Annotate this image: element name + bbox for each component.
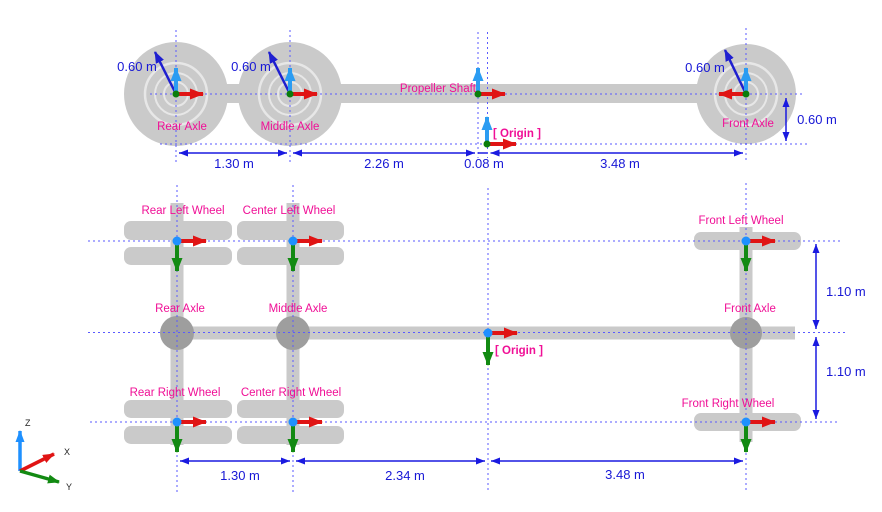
middle-to-shaft-dim: 2.26 m xyxy=(364,156,404,171)
frame-origin-dot xyxy=(741,236,751,246)
rear-differential xyxy=(160,316,194,350)
origin-to-front-dim: 3.48 m xyxy=(600,156,640,171)
front-left-wheel-label: Front Left Wheel xyxy=(698,215,783,227)
rear-to-center-dim: 1.30 m xyxy=(220,468,260,483)
frame-origin-dot xyxy=(741,417,751,427)
middle-axle-label-top: Middle Axle xyxy=(269,303,328,315)
shaft-to-origin-dim: 0.08 m xyxy=(464,156,504,171)
frame-origin-dot xyxy=(288,417,298,427)
rear-wheel-radius-dim: 0.60 m xyxy=(117,59,157,74)
top-view: Rear Left Wheel Center Left Wheel Front … xyxy=(88,183,866,493)
front-axle-label: Front Axle xyxy=(722,118,774,130)
z-axis-label: Z xyxy=(25,418,31,428)
frame-origin-dot xyxy=(742,90,750,98)
tires xyxy=(124,221,801,444)
frame-origin-dot xyxy=(172,236,182,246)
rear-axle-frame xyxy=(153,51,204,100)
center-right-tire-inner xyxy=(237,400,344,418)
center-left-wheel-label: Center Left Wheel xyxy=(243,205,336,217)
rear-radius-arrow xyxy=(153,51,178,95)
front-axle-frame xyxy=(718,49,752,100)
center-right-wheel-frame xyxy=(287,416,323,453)
origin-label-top: [ Origin ] xyxy=(495,345,543,357)
axes-triad: Z X Y xyxy=(15,418,72,492)
rear-to-middle-dim: 1.30 m xyxy=(214,156,254,171)
rear-left-tire-outer xyxy=(124,221,232,240)
rear-axle-label-top: Rear Axle xyxy=(155,303,205,315)
dimension-lines-top xyxy=(180,244,820,465)
middle-wheel-radius-dim: 0.60 m xyxy=(231,59,271,74)
frame-origin-dot xyxy=(172,417,182,427)
front-right-wheel-frame xyxy=(740,416,776,453)
front-radius-arrow xyxy=(723,49,748,95)
rear-right-wheel-frame xyxy=(171,416,207,453)
x-axis xyxy=(19,452,55,473)
front-wheel-radius-dim: 0.60 m xyxy=(685,60,725,75)
center-left-tire-outer xyxy=(237,221,344,240)
rear-right-wheel-label: Rear Right Wheel xyxy=(130,387,221,399)
rear-axle-label: Rear Axle xyxy=(157,121,207,133)
center-right-tire-outer xyxy=(237,426,344,444)
frame-origin-dot xyxy=(172,90,180,98)
frame-origin-dot xyxy=(286,90,294,98)
frame-origin-dot xyxy=(483,328,493,338)
origin-frame-top xyxy=(482,327,518,366)
left-track-dim: 1.10 m xyxy=(826,284,866,299)
front-left-wheel-frame xyxy=(740,235,776,272)
driveline-bar xyxy=(170,326,795,340)
rear-left-wheel-label: Rear Left Wheel xyxy=(141,205,224,217)
center-to-origin-dim: 2.34 m xyxy=(385,468,425,483)
middle-radius-arrow xyxy=(267,51,292,95)
rear-left-wheel-frame xyxy=(171,235,207,272)
origin-label-side: [ Origin ] xyxy=(493,128,541,140)
center-left-tire-inner xyxy=(237,247,344,265)
rear-right-tire-inner xyxy=(124,400,232,418)
y-axis xyxy=(19,469,60,484)
origin-frame-side xyxy=(481,116,517,150)
frame-origin-dot xyxy=(474,90,482,98)
center-left-wheel-frame xyxy=(287,235,323,272)
right-track-dim: 1.10 m xyxy=(826,364,866,379)
side-view: 0.60 m 0.60 m 0.60 m 0.60 m 1.30 m 2.26 … xyxy=(117,28,837,171)
frame-origin-dot xyxy=(288,236,298,246)
x-axis-label: X xyxy=(64,447,70,457)
propeller-shaft-label: Propeller Shaft xyxy=(400,83,477,95)
origin-to-front-dim-top: 3.48 m xyxy=(605,467,645,482)
y-axis-label: Y xyxy=(66,482,72,492)
propeller-shaft-frame xyxy=(472,67,506,100)
middle-axle-label: Middle Axle xyxy=(261,121,320,133)
frame-origin-dot xyxy=(483,140,491,148)
middle-axle-frame xyxy=(267,51,318,100)
axle-height-dim: 0.60 m xyxy=(797,112,837,127)
center-right-wheel-label: Center Right Wheel xyxy=(241,387,341,399)
dimension-lines-side xyxy=(179,98,790,157)
front-right-wheel-label: Front Right Wheel xyxy=(682,398,775,410)
front-axle-label-top: Front Axle xyxy=(724,303,776,315)
